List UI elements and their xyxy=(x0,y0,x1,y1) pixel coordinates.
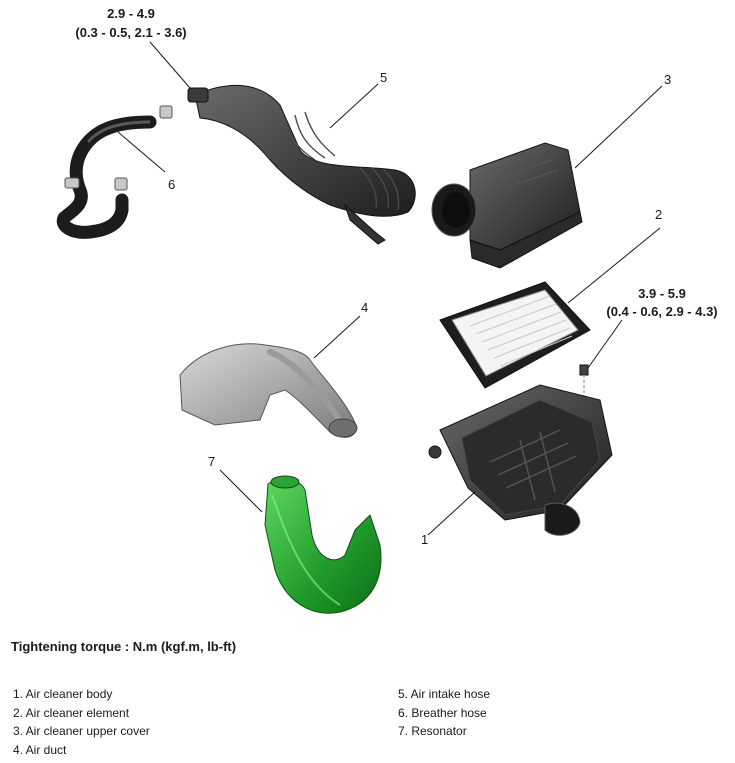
hose-clamp-5 xyxy=(187,87,209,103)
legend-left: 1. Air cleaner body 2. Air cleaner eleme… xyxy=(13,685,150,759)
torque-right-line2: (0.4 - 0.6, 2.9 - 4.3) xyxy=(606,304,717,319)
legend-item: 2. Air cleaner element xyxy=(13,705,130,720)
resonator xyxy=(264,475,382,614)
air-cleaner-element xyxy=(439,281,591,389)
air-intake-hose xyxy=(187,84,416,245)
torque-spec-right: 3.9 - 5.9 (0.4 - 0.6, 2.9 - 4.3) xyxy=(606,286,717,319)
exploded-parts-diagram: 2.9 - 4.9 (0.3 - 0.5, 2.1 - 3.6) 3.9 - 5… xyxy=(56,6,718,614)
torque-right-line1: 3.9 - 5.9 xyxy=(638,286,686,301)
legend-right: 5. Air intake hose 6. Breather hose 7. R… xyxy=(398,685,490,741)
air-cleaner-body xyxy=(428,384,613,536)
hose-clamp-bottom xyxy=(114,177,128,191)
legend-item: 3. Air cleaner upper cover xyxy=(13,724,150,738)
legend-item: 6. Breather hose xyxy=(398,705,487,720)
air-duct xyxy=(179,343,358,438)
breather-hose xyxy=(56,105,173,239)
callout-1: 1 xyxy=(421,532,428,547)
callout-3: 3 xyxy=(664,72,671,87)
legend-item: 1. Air cleaner body xyxy=(13,687,113,701)
hose-clamp-mid xyxy=(64,177,80,189)
torque-upper-line2: (0.3 - 0.5, 2.1 - 3.6) xyxy=(75,25,186,40)
legend-item: 7. Resonator xyxy=(398,724,467,738)
callout-2: 2 xyxy=(655,207,662,222)
legend-item: 4. Air duct xyxy=(13,742,67,757)
callout-5: 5 xyxy=(380,70,387,85)
torque-upper-line1: 2.9 - 4.9 xyxy=(107,6,155,21)
legend-item: 5. Air intake hose xyxy=(398,687,491,701)
hose-clamp-top xyxy=(159,105,173,119)
callout-4: 4 xyxy=(361,300,368,315)
tightening-torque-title: Tightening torque : N.m (kgf.m, lb-ft) xyxy=(11,639,237,654)
torque-spec-upper: 2.9 - 4.9 (0.3 - 0.5, 2.1 - 3.6) xyxy=(75,6,186,40)
callout-7: 7 xyxy=(208,454,215,469)
air-cleaner-upper-cover xyxy=(431,142,583,269)
callout-6: 6 xyxy=(168,177,175,192)
